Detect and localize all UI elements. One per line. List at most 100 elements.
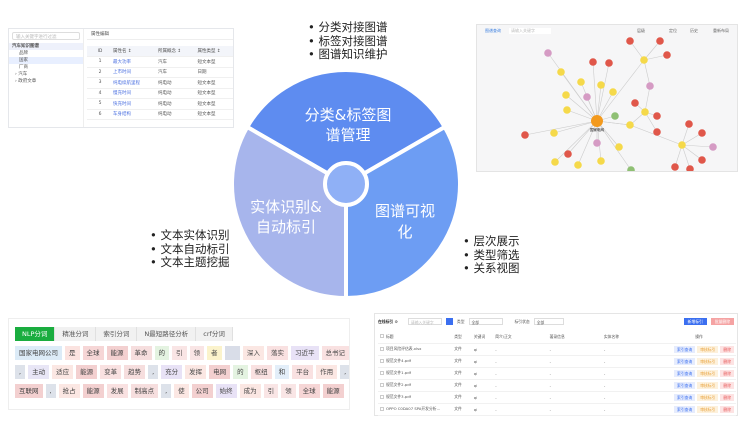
tree-item[interactable]: › 汽车 (15, 72, 28, 77)
graph-node[interactable] (653, 112, 661, 120)
graph-node[interactable] (557, 68, 565, 76)
row-checkbox[interactable] (378, 367, 384, 380)
graph-node[interactable] (563, 106, 571, 114)
graph-node[interactable] (626, 37, 634, 45)
segmentation-tab[interactable]: NLP分词 (15, 327, 56, 341)
table-cell: 短文本型 (193, 56, 233, 68)
toolbar-locate[interactable]: 定位 (669, 28, 677, 33)
segmentation-tab[interactable]: N最短路径分析 (137, 327, 197, 341)
review-index-button[interactable]: 审核标引 (697, 345, 719, 353)
row-checkbox[interactable] (378, 391, 384, 404)
graph-node[interactable] (591, 115, 603, 127)
graph-node[interactable] (611, 112, 619, 120)
attribute-link[interactable]: 最大功率 (109, 56, 154, 68)
row-checkbox[interactable] (378, 355, 384, 368)
graph-node[interactable] (653, 128, 661, 136)
search-button[interactable] (445, 318, 453, 325)
graph-node[interactable] (626, 121, 634, 129)
graph-node[interactable] (640, 56, 648, 64)
toolbar-history[interactable]: 历史 (690, 28, 698, 33)
graph-node[interactable] (641, 108, 649, 116)
row-checkbox[interactable] (378, 403, 384, 416)
attribute-link[interactable]: 纯电续航里程 (109, 77, 154, 89)
batch-delete-button[interactable]: 批量删除 (710, 318, 734, 325)
query-index-button[interactable]: 索引查询 (674, 369, 696, 377)
graph-node[interactable] (577, 78, 585, 86)
graph-canvas[interactable]: 国家电网 (477, 25, 738, 172)
graph-node[interactable] (609, 88, 617, 96)
segmentation-tab[interactable]: 索引分词 (96, 327, 138, 341)
review-index-button[interactable]: 审核标引 (697, 405, 719, 413)
graph-node[interactable] (686, 165, 694, 172)
query-index-button[interactable]: 索引查询 (674, 405, 696, 413)
graph-node[interactable] (671, 163, 679, 171)
toolbar-depth[interactable]: 层级 (637, 28, 645, 33)
delete-button[interactable]: 删除 (720, 381, 734, 389)
graph-node[interactable] (544, 49, 552, 57)
column-header[interactable]: 属性名 ↕ (109, 46, 154, 57)
segmentation-tab[interactable]: crf分词 (196, 327, 233, 341)
graph-node[interactable] (597, 81, 605, 89)
graph-node[interactable] (574, 161, 582, 169)
graph-node[interactable] (593, 139, 601, 147)
review-index-button[interactable]: 审核标引 (697, 393, 719, 401)
graph-node[interactable] (685, 120, 693, 128)
graph-node[interactable] (656, 37, 664, 45)
graph-tab[interactable]: 图谱查询 (485, 28, 501, 33)
attribute-link[interactable]: 快充时间 (109, 98, 154, 110)
status-select[interactable]: 全部 (533, 318, 564, 325)
add-index-button[interactable]: 新增标引 (683, 318, 707, 325)
column-header[interactable]: 属性类型 ↕ (193, 46, 233, 57)
tree-item[interactable]: › 政府文章 (15, 79, 37, 84)
graph-node[interactable] (678, 141, 686, 149)
graph-node[interactable] (646, 82, 654, 90)
delete-button[interactable]: 删除 (720, 369, 734, 377)
graph-node[interactable] (551, 158, 559, 166)
graph-node[interactable] (627, 166, 635, 172)
tree-search-input[interactable]: 输入关键字进行过滤 (12, 32, 80, 40)
graph-node[interactable] (583, 93, 591, 101)
type-select[interactable]: 全部 (468, 318, 503, 325)
delete-button[interactable]: 删除 (720, 405, 734, 413)
graph-node[interactable] (698, 129, 706, 137)
graph-node[interactable] (597, 157, 605, 165)
graph-node[interactable] (550, 129, 558, 137)
attribute-link[interactable]: 车身结构 (109, 109, 154, 120)
segmentation-tab[interactable]: 精准分词 (55, 327, 97, 341)
tree-item[interactable]: 品牌 (19, 51, 28, 56)
attribute-link[interactable]: 上市时间 (109, 67, 154, 78)
select-all-checkbox[interactable] (378, 331, 384, 344)
tree-item[interactable]: 厂商 (19, 65, 28, 70)
graph-node[interactable] (521, 131, 529, 139)
graph-node[interactable] (589, 58, 597, 66)
delete-button[interactable]: 删除 (720, 357, 734, 365)
query-index-button[interactable]: 索引查询 (674, 357, 696, 365)
column-header[interactable]: ID (87, 46, 109, 57)
row-checkbox[interactable] (378, 343, 384, 356)
column-header[interactable]: 所属概念 ↕ (154, 46, 194, 57)
graph-node[interactable] (663, 51, 671, 59)
review-index-button[interactable]: 审核标引 (697, 381, 719, 389)
delete-button[interactable]: 删除 (720, 345, 734, 353)
graph-visualization-panel: 国家电网 图谱查询 请输入关键字 层级 定位 历史 重新布局 (476, 24, 738, 172)
row-checkbox[interactable] (378, 379, 384, 392)
query-index-button[interactable]: 索引查询 (674, 393, 696, 401)
attribute-link[interactable]: 慢充时间 (109, 88, 154, 99)
graph-node[interactable] (698, 156, 706, 164)
graph-node[interactable] (564, 150, 572, 158)
graph-node[interactable] (709, 143, 717, 151)
tree-item[interactable]: 汽车知识图谱 (9, 43, 83, 50)
tree-item[interactable]: 国家 (9, 57, 83, 64)
graph-node[interactable] (562, 91, 570, 99)
delete-button[interactable]: 删除 (720, 393, 734, 401)
review-index-button[interactable]: 审核标引 (697, 357, 719, 365)
toolbar-relayout[interactable]: 重新布局 (713, 28, 729, 33)
graph-node[interactable] (615, 143, 623, 151)
review-index-button[interactable]: 审核标引 (697, 369, 719, 377)
query-index-button[interactable]: 索引查询 (674, 381, 696, 389)
graph-node[interactable] (631, 99, 639, 107)
graph-node[interactable] (605, 59, 613, 67)
query-index-button[interactable]: 索引查询 (674, 345, 696, 353)
graph-search-input[interactable]: 请输入关键字 (509, 28, 551, 34)
search-input[interactable]: 请输入关键字 (407, 318, 442, 325)
